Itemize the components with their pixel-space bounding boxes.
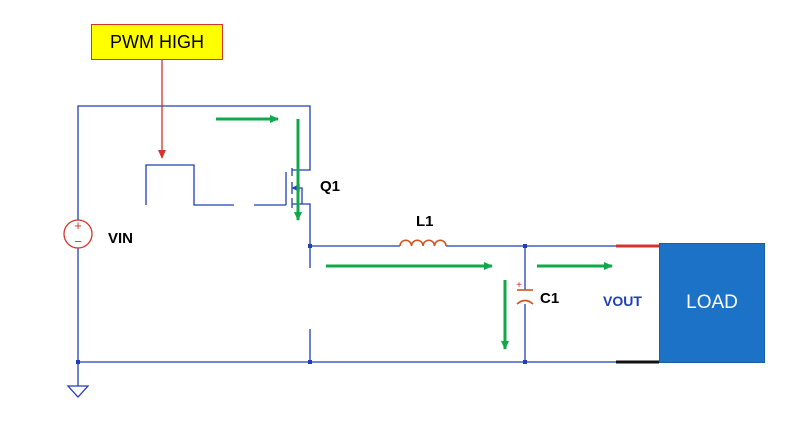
- node-gnd-left: [76, 360, 80, 364]
- node-c1-bottom: [523, 360, 527, 364]
- label-vin: VIN: [108, 230, 133, 247]
- label-q1: Q1: [320, 178, 340, 195]
- vin-source-icon: [63, 219, 93, 249]
- pwm-waveform: [145, 164, 234, 206]
- label-c1: C1: [540, 290, 559, 307]
- node-switch: [308, 244, 312, 248]
- c1-plus-sign: +: [516, 280, 522, 291]
- wires: [77, 105, 620, 386]
- wire-nodes: [76, 244, 527, 364]
- label-vout: VOUT: [603, 293, 642, 309]
- label-l1: L1: [416, 213, 434, 230]
- pwm-high-label: PWM HIGH: [91, 24, 223, 60]
- node-gnd-mid: [308, 360, 312, 364]
- node-c1-top: [523, 244, 527, 248]
- vin-minus-sign: −: [74, 234, 82, 249]
- vin-plus-sign: +: [74, 218, 82, 233]
- ground-icon: [66, 385, 90, 398]
- current-flow-arrows: [216, 115, 613, 350]
- inductor-l1-icon: [399, 239, 447, 247]
- capacitor-c1-icon: [516, 289, 534, 305]
- load-block: LOAD: [659, 243, 765, 363]
